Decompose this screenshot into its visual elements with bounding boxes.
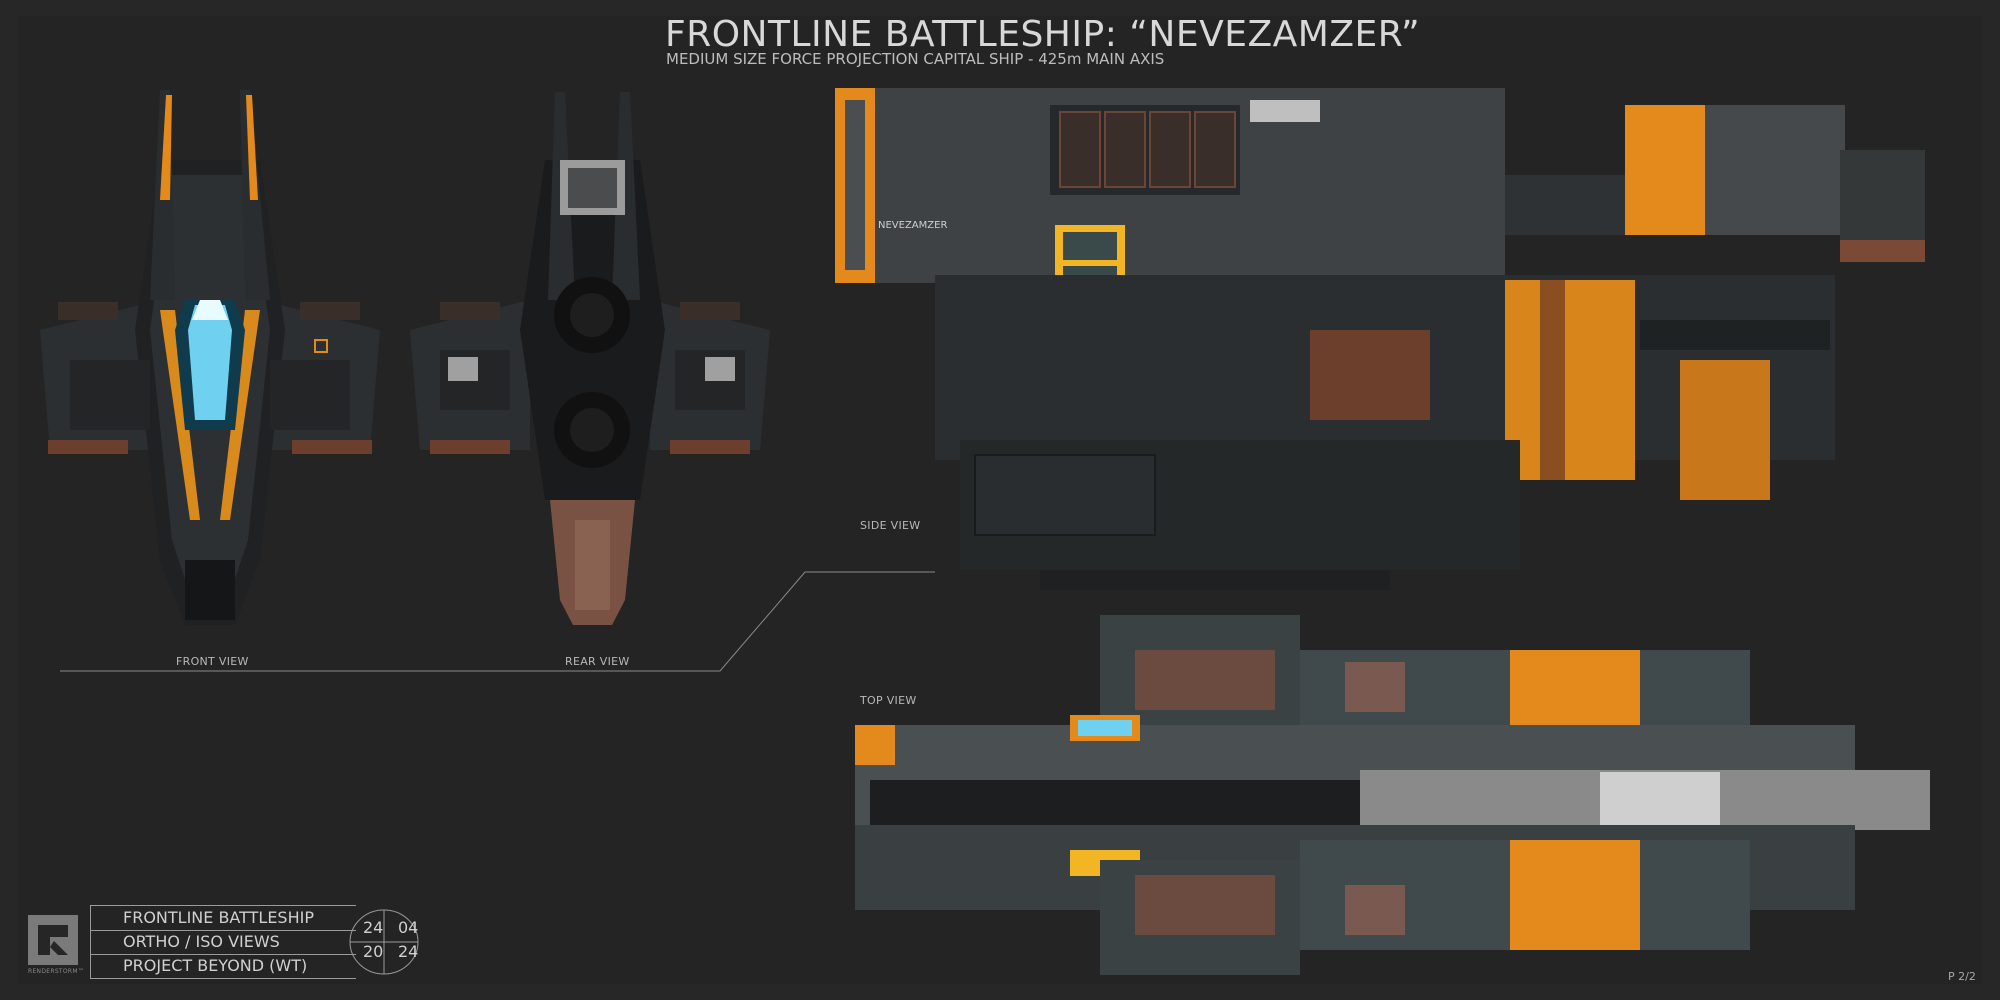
front-view-label: FRONT VIEW [176,655,249,668]
page-number: P 2/2 [1948,970,1976,983]
title-block-row: PROJECT BEYOND (WT) [91,954,356,978]
rear-view-render [410,92,770,625]
side-view-label: SIDE VIEW [860,519,921,532]
leader-line [60,571,935,672]
top-view-label: TOP VIEW [860,694,917,707]
title-block-line2: ORTHO / ISO VIEWS [123,932,280,951]
side-view-render [835,88,1925,590]
title-block-row: FRONTLINE BATTLESHIP [91,906,356,931]
front-view-render [40,90,380,625]
rear-view-label: REAR VIEW [565,655,630,668]
date-month: 04 [398,918,419,937]
date-year-b: 24 [398,942,419,961]
title-block-row: ORTHO / ISO VIEWS [91,930,356,955]
logo-text: RENDERSTORM™ [28,968,85,975]
title-block-line3: PROJECT BEYOND (WT) [123,956,308,975]
page-title: FRONTLINE BATTLESHIP: “NEVEZAMZER” [665,14,1421,55]
title-block-line1: FRONTLINE BATTLESHIP [123,908,314,927]
date-circle [349,909,419,975]
top-view-render [855,615,1930,975]
date-year-a: 20 [363,942,384,961]
date-day: 24 [363,918,384,937]
title-block: FRONTLINE BATTLESHIP ORTHO / ISO VIEWS P… [90,905,356,979]
renderstorm-logo [28,915,78,965]
hull-marking: NEVEZAMZER [878,220,948,231]
page-subtitle: MEDIUM SIZE FORCE PROJECTION CAPITAL SHI… [666,50,1165,68]
